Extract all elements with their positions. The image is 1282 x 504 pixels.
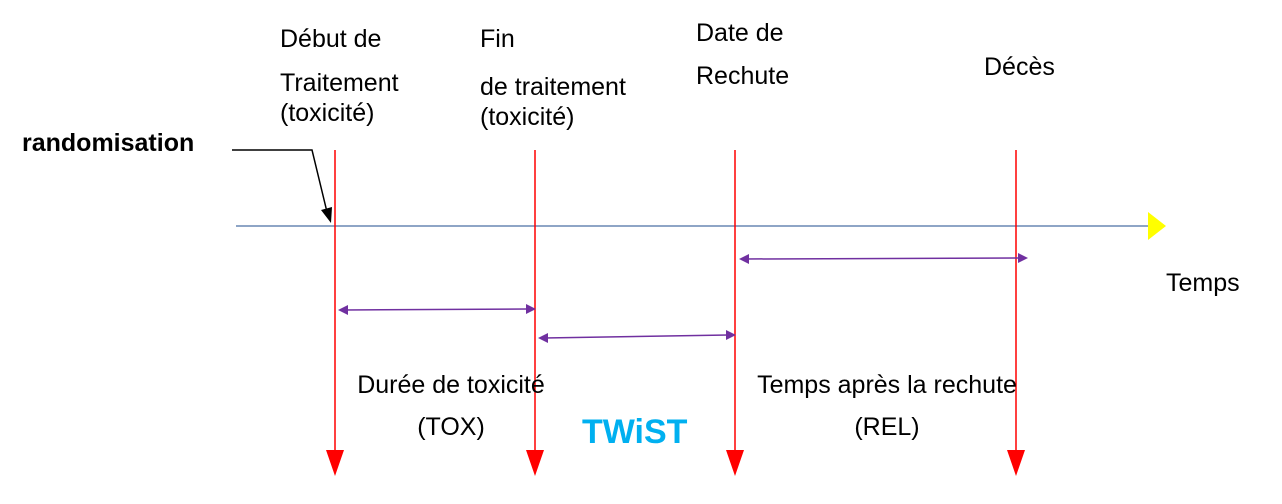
interval-label-line: Durée de toxicité xyxy=(357,371,545,399)
interval-label-rel: Temps après la rechute (REL) xyxy=(741,370,1033,442)
event-label-line: Rechute xyxy=(696,62,790,90)
event-label-rechute: Date de Rechute xyxy=(696,18,789,91)
event-line-rechute xyxy=(726,150,744,476)
event-label-deces: Décès xyxy=(984,52,1055,82)
interval-arrow-tox xyxy=(338,304,536,315)
interval-label-line: (TOX) xyxy=(417,413,485,441)
time-axis-arrowhead xyxy=(1148,212,1166,240)
interval-label-line: Temps après la rechute xyxy=(757,371,1017,399)
interval-label-line: (REL) xyxy=(854,413,920,441)
interval-label-tox: Durée de toxicité (TOX) xyxy=(342,370,560,442)
event-line-fin xyxy=(526,150,544,476)
interval-label-twist: TWiST xyxy=(582,413,688,451)
event-label-line: (toxicité) xyxy=(480,103,575,131)
event-label-line: de traitement xyxy=(480,73,626,101)
event-label-line: Fin xyxy=(480,25,515,53)
axis-label-temps: Temps xyxy=(1166,269,1240,297)
randomisation-label: randomisation xyxy=(22,129,195,157)
randomisation-pointer-arrow xyxy=(232,149,332,223)
event-label-fin: Fin de traitement (toxicité) xyxy=(480,24,626,132)
event-line-deces xyxy=(1007,150,1025,476)
event-label-debut: Début de Traitement (toxicité) xyxy=(280,24,399,128)
event-label-line: Date de xyxy=(696,19,784,47)
event-label-line: (toxicité) xyxy=(280,99,375,127)
event-label-line: Début de xyxy=(280,25,382,53)
event-line-debut xyxy=(326,150,344,476)
event-label-line: Décès xyxy=(984,53,1055,81)
event-label-line: Traitement xyxy=(280,69,399,97)
interval-arrow-twist xyxy=(538,330,736,343)
interval-arrow-rel xyxy=(739,253,1028,264)
